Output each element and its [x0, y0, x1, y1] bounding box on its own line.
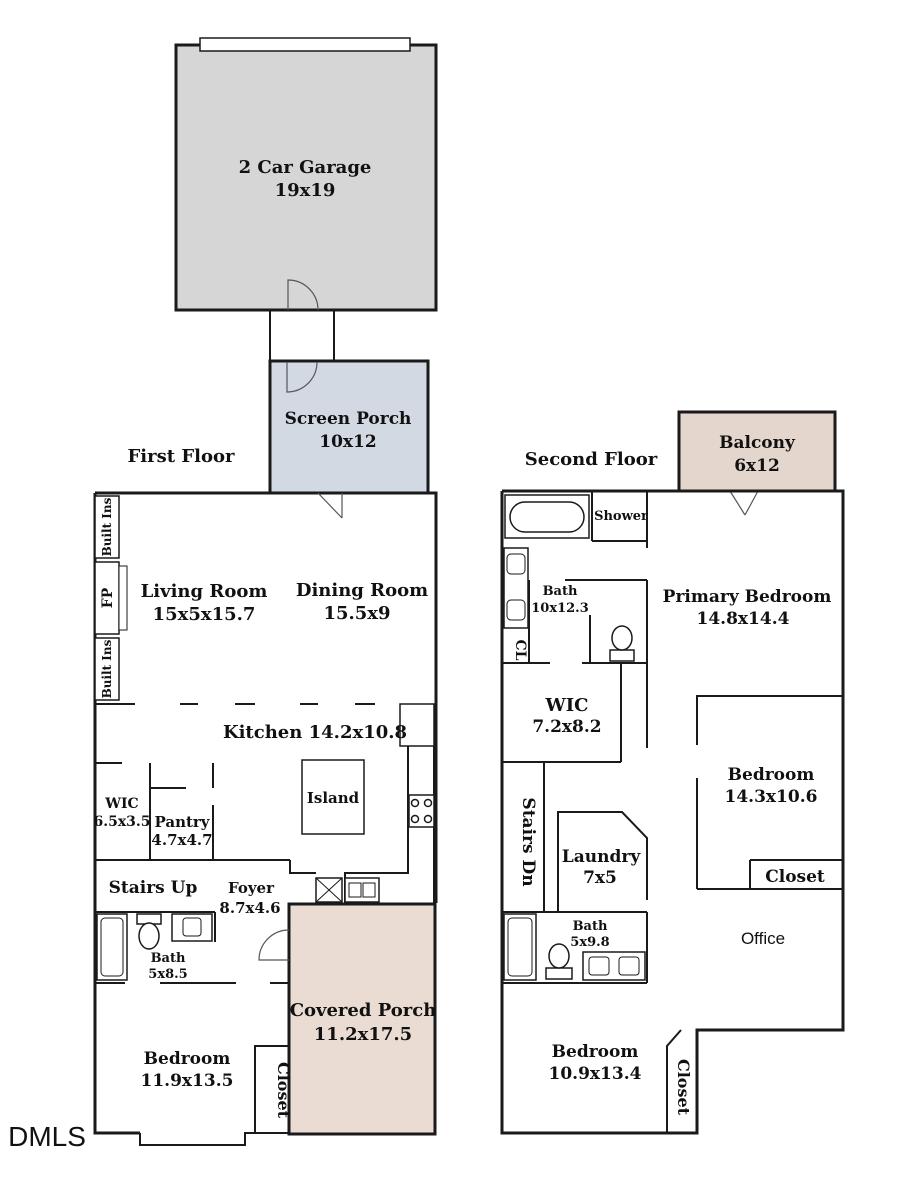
vanity-icon — [503, 547, 529, 629]
dining-porch-door — [317, 492, 343, 519]
stairs-up-label: Stairs Up — [109, 878, 198, 898]
primary-bath-label: Bath — [543, 584, 578, 599]
primary-bedroom-dims: 14.8x14.4 — [697, 609, 790, 629]
bathtub-icon — [96, 913, 128, 981]
second-wic-label: WIC — [545, 695, 589, 716]
foyer-dims: 8.7x4.6 — [219, 899, 280, 917]
middle-bedroom-dims: 14.3x10.6 — [725, 787, 818, 807]
bottom-closet-label: Closet — [674, 1059, 693, 1116]
refrigerator — [399, 703, 435, 747]
screen-porch-door — [286, 361, 318, 393]
laundry-dims: 7x5 — [583, 868, 617, 888]
middle-bedroom-walls — [696, 695, 843, 890]
pantry-label: Pantry — [154, 813, 210, 831]
screen-porch-label: Screen Porch — [285, 409, 412, 429]
first-bedroom-dims: 11.9x13.5 — [141, 1071, 234, 1091]
laundry-walls — [502, 762, 648, 913]
watermark-text: DMLS — [8, 1121, 86, 1152]
second-floor-heading: Second Floor — [525, 449, 658, 470]
bottom-bedroom-label: Bedroom — [552, 1042, 639, 1062]
kitchen-label: Kitchen 14.2x10.8 — [223, 722, 407, 743]
primary-bedroom-label: Primary Bedroom — [663, 587, 832, 607]
first-bath-walls — [95, 911, 289, 984]
wic-pantry-walls — [95, 762, 316, 874]
built-ins-top-label: Built Ins — [100, 497, 114, 556]
middle-bedroom-label: Bedroom — [728, 765, 815, 785]
cl-label: CL — [512, 640, 528, 661]
range-icon — [408, 794, 435, 828]
wic-label: WIC — [104, 796, 138, 812]
fireplace-label: FP — [100, 587, 116, 608]
built-ins-bottom — [94, 637, 120, 701]
built-ins-top — [94, 495, 120, 559]
hall-bath-dims: 5x9.8 — [570, 935, 609, 950]
fireplace — [94, 561, 120, 635]
primary-bath-walls — [502, 491, 648, 763]
screen-porch: Screen Porch 10x12 — [268, 359, 430, 495]
living-room-label: Living Room — [141, 581, 268, 602]
second-floor-outline — [500, 489, 845, 1135]
primary-bath-dims: 10x12.3 — [531, 601, 589, 616]
garage-door — [199, 37, 411, 52]
bedroom-closet-wall — [254, 1045, 289, 1133]
sink-icon — [171, 913, 213, 942]
first-closet-label: Closet — [274, 1062, 293, 1119]
balcony: Balcony 6x12 — [677, 410, 837, 493]
dining-room-label: Dining Room — [296, 580, 428, 601]
front-door — [258, 929, 290, 961]
island-label: Island — [307, 789, 360, 807]
middle-closet-label: Closet — [765, 867, 825, 887]
built-ins-bottom-label: Built Ins — [100, 639, 114, 698]
garage-entry-door — [287, 279, 319, 311]
hall-tub-icon — [503, 913, 537, 981]
office-label: Office — [741, 929, 785, 948]
living-room-dims: 15x5x15.7 — [153, 604, 256, 625]
double-sink-icon — [582, 951, 646, 981]
first-floor-outline — [93, 491, 438, 1146]
garage-dims: 19x19 — [275, 180, 336, 201]
first-bedroom-label: Bedroom — [144, 1049, 231, 1069]
screen-porch-dims: 10x12 — [319, 432, 376, 452]
balcony-label: Balcony — [719, 433, 796, 453]
kitchen-sink-icon — [344, 877, 380, 903]
shower-label: Shower — [594, 509, 648, 524]
second-wic-dims: 7.2x8.2 — [532, 717, 601, 737]
laundry-label: Laundry — [562, 847, 642, 867]
wic-dims: 6.5x3.5 — [93, 814, 150, 830]
first-bath-dims: 5x8.5 — [148, 967, 187, 982]
hall-toilet-icon — [545, 943, 573, 980]
hall-bath-walls — [502, 912, 648, 984]
covered-porch-label: Covered Porch — [290, 1000, 437, 1021]
first-floor-heading: First Floor — [128, 446, 235, 467]
dishwasher-icon — [315, 877, 343, 903]
balcony-dims: 6x12 — [734, 456, 780, 476]
garage-label: 2 Car Garage — [239, 157, 372, 178]
covered-porch — [287, 902, 437, 1136]
pantry-dims: 4.7x4.7 — [151, 831, 212, 849]
first-bath-label: Bath — [151, 951, 186, 966]
balcony-door — [729, 490, 759, 516]
foyer-label: Foyer — [228, 879, 275, 897]
garage: 2 Car Garage 19x19 — [174, 37, 438, 312]
stairs-dn-label: Stairs Dn — [518, 797, 538, 886]
dining-room-dims: 15.5x9 — [323, 603, 390, 624]
freestanding-tub-icon — [504, 494, 590, 539]
bottom-bedroom-dims: 10.9x13.4 — [549, 1064, 642, 1084]
fireplace-hearth — [118, 565, 128, 631]
hall-bath-label: Bath — [573, 919, 608, 934]
covered-porch-dims: 11.2x17.5 — [314, 1024, 412, 1045]
kitchen-island — [301, 759, 365, 835]
primary-toilet-icon — [609, 625, 635, 662]
bottom-closet-wall — [666, 1029, 682, 1133]
toilet-icon — [136, 913, 162, 950]
